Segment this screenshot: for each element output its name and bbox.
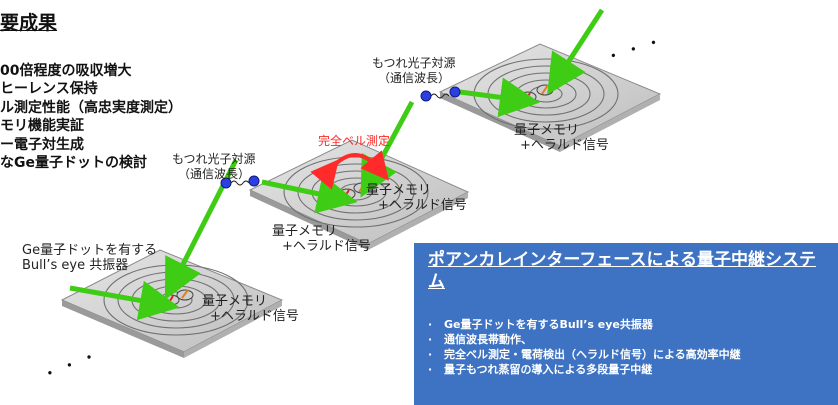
incoming-photon-arrow — [69, 280, 180, 321]
memory-label-plate2-left: 量子メモリ +ヘラルド信号 — [272, 224, 371, 254]
memory-label-plate3: 量子メモリ +ヘラルド信号 — [514, 123, 609, 153]
main-results-heading: 要成果 — [0, 12, 58, 34]
photon-arrow-plate3 — [547, 8, 605, 95]
info-panel: ポアンカレインターフェースによる量子中継システム Ge量子ドットを有するBull… — [414, 243, 838, 405]
panel-list: Ge量子ドットを有するBull’s eye共振器 通信波長帯動作、 完全ベル測定… — [428, 317, 832, 377]
panel-title: ポアンカレインターフェースによる量子中継システム — [428, 250, 816, 292]
result-item: ー電子対生成 — [0, 136, 84, 153]
panel-list-item: 通信波長帯動作、 — [428, 332, 832, 347]
result-item: ル測定性能（高忠実度測定） — [0, 99, 182, 116]
photon-arrow-source1-plate2 — [261, 174, 358, 214]
result-item: ヒーレンス保持 — [0, 81, 98, 98]
bell-measurement-label: 完全ベル測定 — [318, 134, 391, 148]
result-item: なGe量子ドットの検討 — [0, 154, 147, 171]
main-results-list: 00倍程度の吸収増大 ヒーレンス保持 ル測定性能（高忠実度測定） モリ機能実証 … — [0, 62, 182, 172]
photon-arrow-source2-plate3 — [459, 77, 540, 118]
entangled-source-2 — [420, 86, 461, 102]
source-1-label: もつれ光子対源 （通信波長） — [172, 152, 256, 181]
panel-list-item: 量子もつれ蒸留の導入による多段量子中継 — [428, 362, 832, 377]
bell-measurement-arrow — [310, 150, 389, 190]
result-item: 00倍程度の吸収増大 — [0, 63, 132, 79]
result-item: モリ機能実証 — [0, 118, 84, 135]
panel-list-item: 完全ベル測定・電荷検出（ヘラルド信号）による高効率中継 — [428, 347, 832, 362]
source-2-label: もつれ光子対源 （通信波長） — [372, 56, 456, 85]
memory-label-plate1: 量子メモリ +ヘラルド信号 — [202, 294, 299, 324]
panel-list-item: Ge量子ドットを有するBull’s eye共振器 — [428, 317, 832, 332]
resonator-plate-3 — [438, 43, 662, 152]
entangled-source-1 — [220, 175, 260, 189]
memory-label-plate2-right: 量子メモリ +ヘラルド信号 — [366, 183, 467, 213]
resonator-label: Ge量子ドットを有する Bull’s eye 共振器 — [22, 243, 158, 273]
